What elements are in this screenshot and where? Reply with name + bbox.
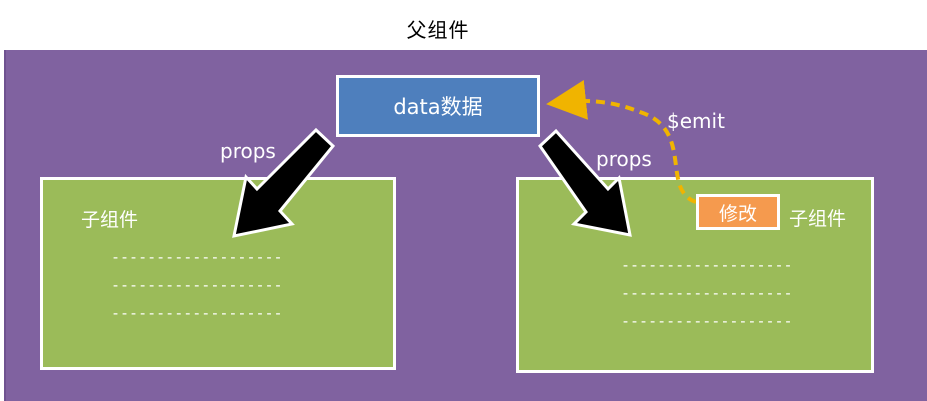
child-right-line-3: ------------------- xyxy=(621,312,793,330)
child-right-line-2: ------------------- xyxy=(621,284,793,302)
emit-label: $emit xyxy=(667,109,725,133)
child-component-right: 子组件 ------------------- ----------------… xyxy=(516,177,874,373)
props-label-left: props xyxy=(220,139,276,163)
child-left-line-3: ------------------- xyxy=(111,304,283,322)
data-box: data数据 xyxy=(336,75,540,137)
child-component-left: 子组件 ------------------- ----------------… xyxy=(40,177,396,370)
props-arrow-left xyxy=(232,127,336,238)
child-right-label: 子组件 xyxy=(789,208,847,230)
emit-arrow xyxy=(546,80,697,204)
edit-button[interactable]: 修改 xyxy=(696,194,780,230)
child-right-line-1: ------------------- xyxy=(621,256,793,274)
props-label-right: props xyxy=(596,147,652,171)
props-arrow-right xyxy=(538,128,632,237)
child-left-line-1: ------------------- xyxy=(111,248,283,266)
child-left-line-2: ------------------- xyxy=(111,276,283,294)
child-left-label: 子组件 xyxy=(81,209,139,231)
parent-component-title: 父组件 xyxy=(406,18,470,42)
